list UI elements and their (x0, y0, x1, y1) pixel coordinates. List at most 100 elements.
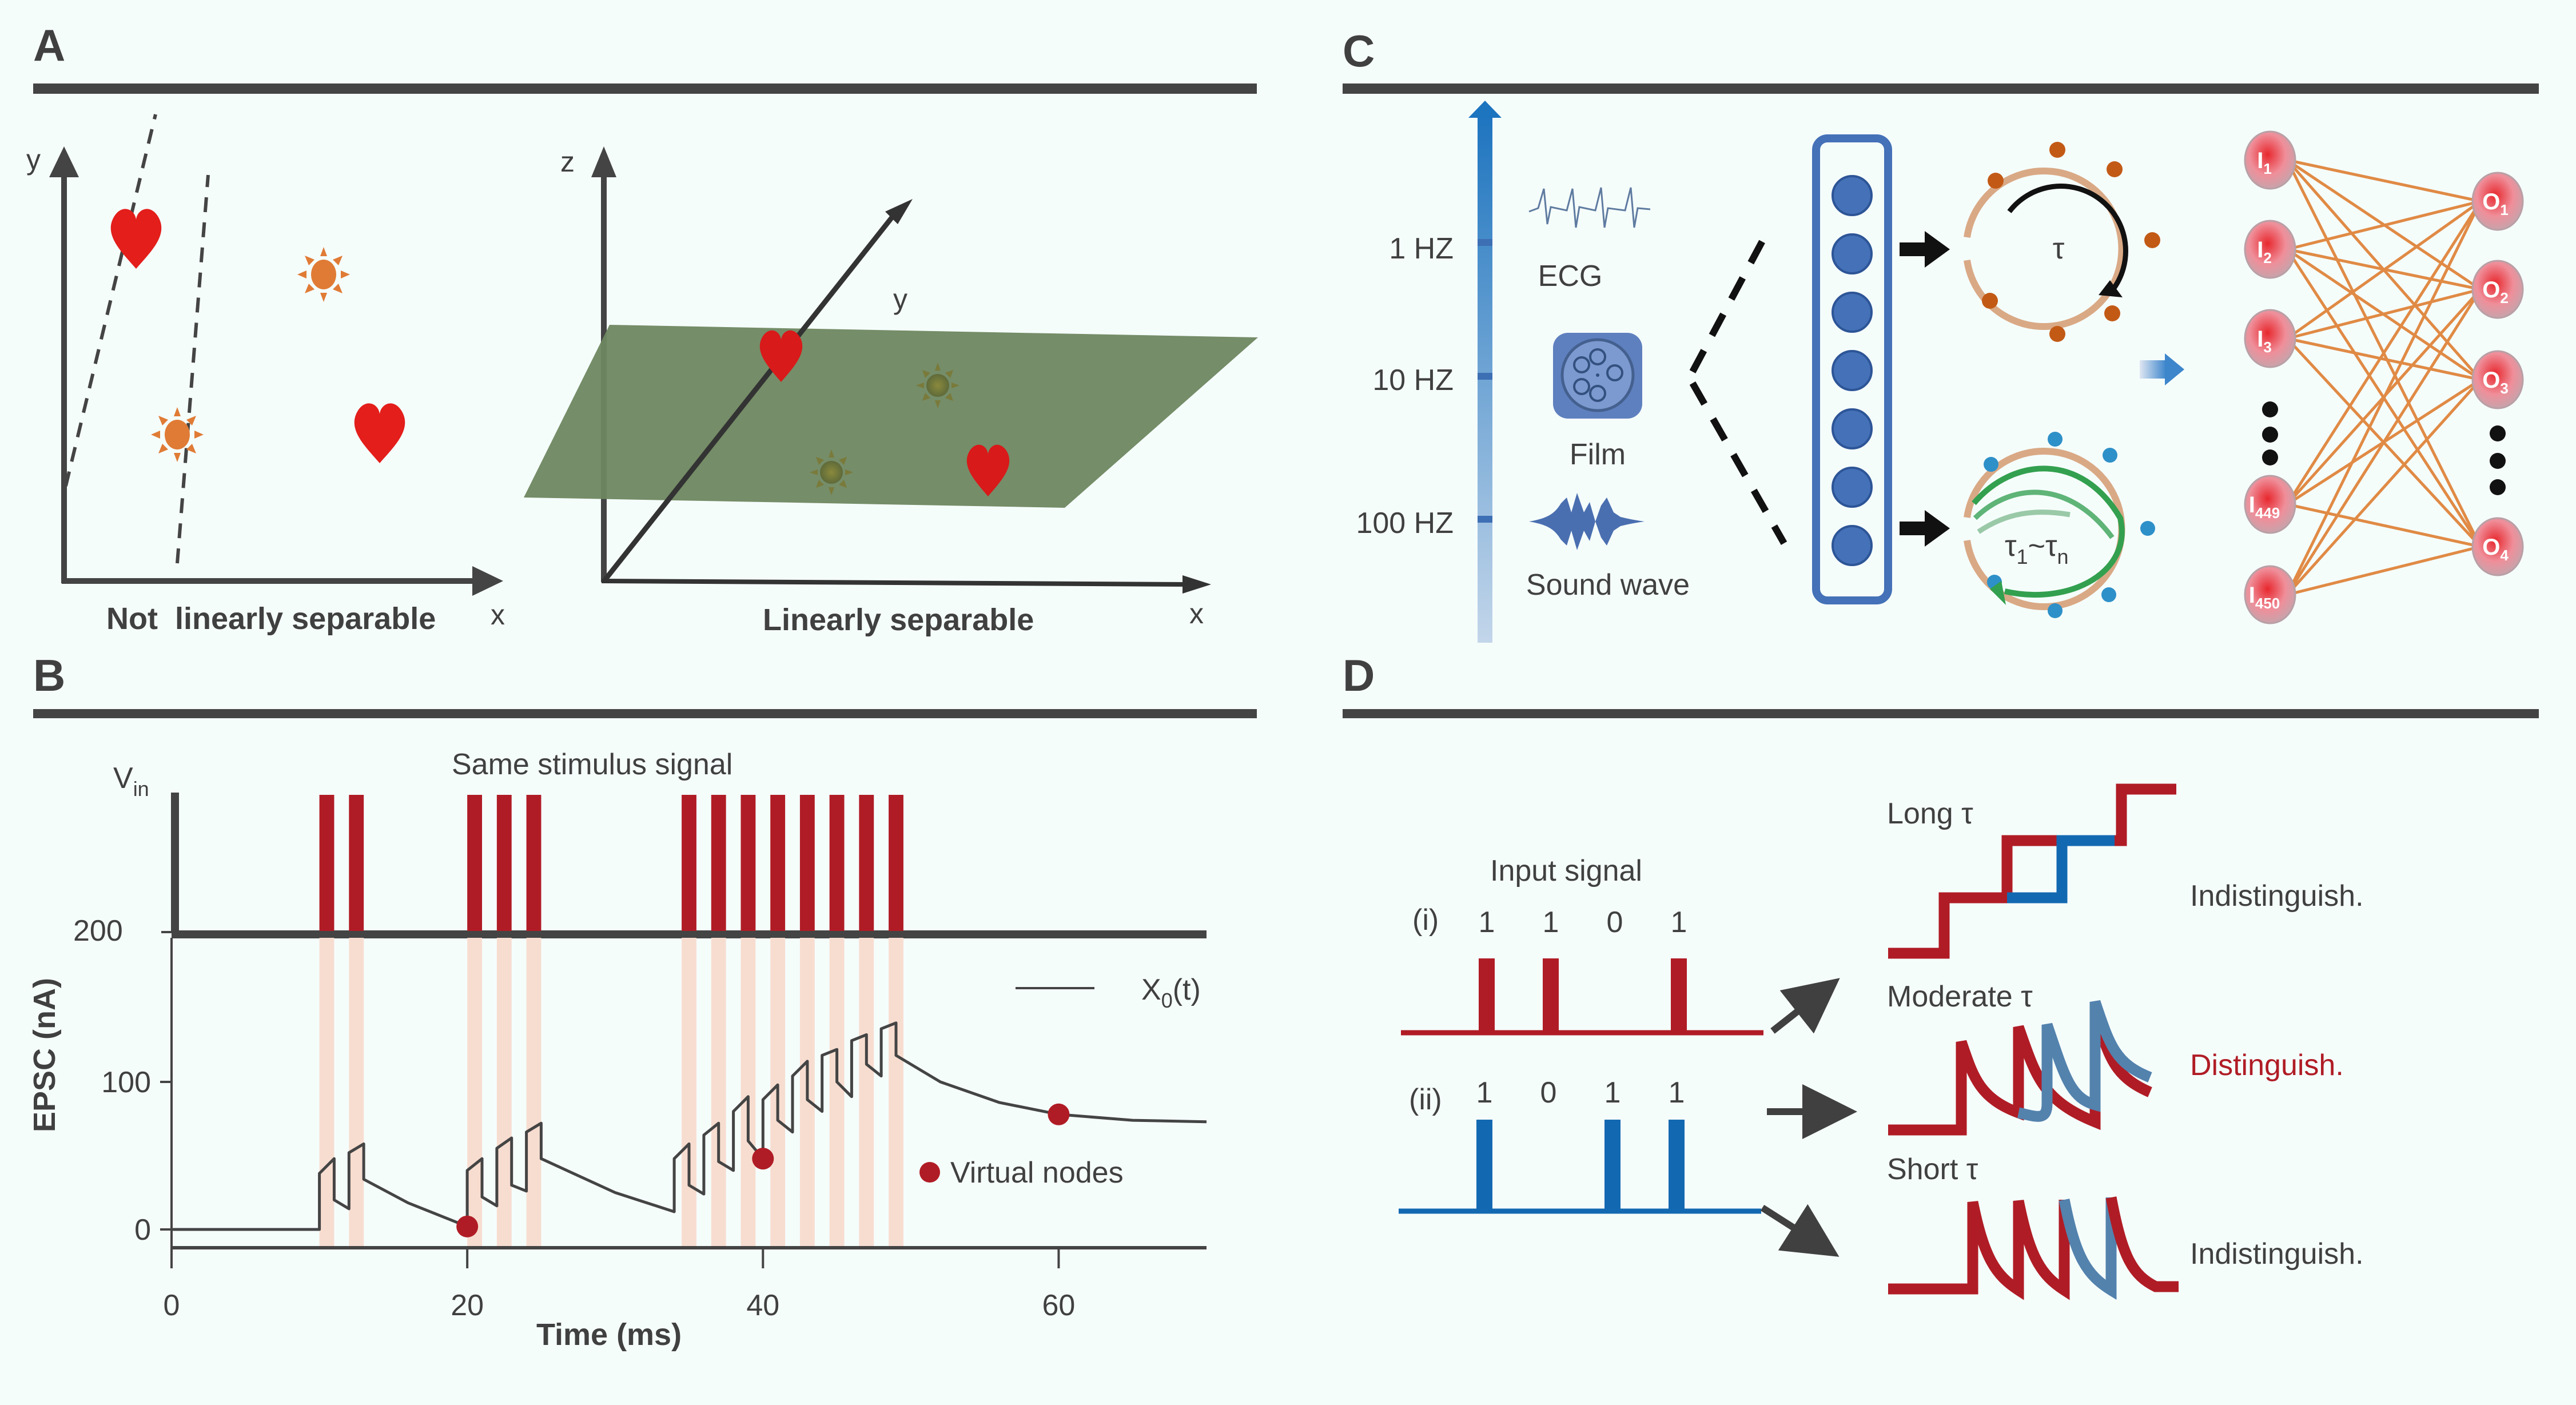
short-tau-trace-red-tail (2105, 1196, 2179, 1292)
ellipsis-dot (2490, 453, 2506, 469)
long-tau-trace-blue (2007, 835, 2115, 904)
plot-2d-not-separable: y x (26, 114, 505, 636)
heart-icon (354, 403, 405, 463)
panel-a-rule (33, 83, 1257, 94)
panel-c: C 1 HZ 10 HZ 100 HZ ECG Film Sound wave (1343, 26, 2539, 643)
ring-rotation-arrow-head (2099, 280, 2123, 297)
panel-b-letter: B (33, 650, 65, 700)
network-edge (2287, 545, 2481, 596)
reservoir-column (1812, 134, 1892, 604)
vin-tick-label: 200 (73, 914, 123, 948)
ring-rotation-arrow (2007, 184, 2128, 292)
input-signal-title: Input signal (1490, 854, 1642, 887)
network-edges (2286, 158, 2482, 596)
pulse-stripe (682, 938, 696, 1247)
signal-bit-label: 1 (1671, 906, 1687, 939)
pulse-stripe (319, 938, 335, 1247)
tick-1hz (1478, 239, 1492, 246)
stimulus-pulse (711, 795, 726, 931)
y-axis-3d-line (603, 216, 894, 582)
network-edge (2287, 200, 2481, 251)
case-title-moderate-tau: Moderate τ (1887, 980, 2033, 1013)
x-axis-3d-label: x (1189, 598, 1204, 630)
fan-dashed-line-lower (1689, 381, 1787, 545)
output-node-label: O4 (2482, 535, 2509, 564)
input-node (2244, 475, 2296, 534)
signal-bit-label: 0 (1540, 1076, 1557, 1109)
pulse-stripe (740, 938, 756, 1247)
output-node-label: O2 (2482, 277, 2509, 307)
plot-3d-separable: z y x Linearly separable (524, 146, 1258, 637)
signal-pulse (1669, 1120, 1685, 1211)
long-tau-trace-red (1888, 835, 2070, 959)
readout-arrow-icon (2140, 360, 2166, 379)
stimulus-pulse (319, 795, 335, 931)
film-reel-icon (1553, 333, 1642, 419)
separator-dashed-line (64, 114, 157, 487)
case-moderate-tau: Moderate τ Distinguish. (1887, 980, 2344, 1136)
y-tick-label: 100 (101, 1066, 151, 1099)
freq-label-100hz: 100 HZ (1356, 507, 1454, 540)
reservoir-nodes (1832, 175, 1873, 566)
separator-dashed-line (176, 174, 210, 564)
z-axis-arrow-icon (591, 146, 616, 177)
reservoir-node (1832, 467, 1873, 508)
output-node (2471, 350, 2524, 409)
ring-single-tau: τ (1964, 142, 2160, 342)
case-short-tau: Short τ Indistinguish. (1887, 1153, 2364, 1300)
moderate-tau-trace-red (1888, 1016, 2152, 1136)
network-edge (2286, 379, 2482, 596)
panel-a-letter: A (33, 20, 65, 70)
stimulus-pulse (467, 795, 482, 931)
ring-multi-tau: τ1~τn (1964, 432, 2155, 618)
reservoir-node (1832, 175, 1873, 216)
sun-icon (297, 247, 350, 302)
output-node (2471, 260, 2524, 319)
frequency-arrow-icon (1468, 101, 1502, 118)
y-axis-label: y (26, 144, 41, 176)
ellipsis-dot (2490, 425, 2506, 441)
epsc-chart: Same stimulus signal Vin 200 EPSC (nA) T… (27, 748, 1207, 1352)
legend-virtual-node-dot (919, 1162, 940, 1183)
x-axis-title: Time (ms) (536, 1318, 682, 1352)
green-arrow-head (1990, 581, 2006, 605)
heart-3d-icon (759, 330, 803, 382)
input-node-label: I450 (2249, 583, 2280, 612)
arrow-to-ring-top-head (1925, 231, 1950, 268)
output-node (2471, 172, 2524, 231)
short-tau-trace-blue (2059, 1197, 2117, 1300)
panel-a: A y x (26, 20, 1258, 637)
moderate-tau-trace-blue (2017, 1000, 2152, 1122)
input-node-label: I449 (2249, 492, 2280, 522)
signal-bit-label: 1 (1543, 906, 1559, 939)
legend-virtual-node-label: Virtual nodes (950, 1156, 1124, 1189)
x-axis-3d-line (601, 579, 1190, 587)
input-node (2244, 130, 2296, 190)
case-title-short-tau: Short τ (1887, 1153, 1978, 1186)
y-axis-arrow-icon (49, 146, 79, 177)
virtual-node-point (456, 1215, 479, 1237)
pulse-stripe (349, 938, 364, 1247)
x-tick-label: 20 (451, 1289, 484, 1322)
network-edge (2286, 200, 2482, 506)
y-axis-3d-label: y (893, 283, 907, 315)
case-result-moderate-tau: Distinguish. (2190, 1049, 2344, 1082)
stimulus-pulse (859, 795, 874, 931)
case-title-long-tau: Long τ (1887, 797, 1973, 830)
freq-label-1hz: 1 HZ (1389, 232, 1454, 265)
x-axis-arrow-icon (472, 566, 503, 596)
arrow-to-ring-bottom-head (1925, 510, 1950, 547)
freq-label-10hz: 10 HZ (1372, 364, 1454, 397)
ring-bottom-tau-label: τ1~τn (2005, 530, 2069, 568)
x-tick-label: 60 (1042, 1289, 1076, 1322)
signal-bit-label: 1 (1604, 1076, 1621, 1109)
stimulus-title: Same stimulus signal (452, 748, 732, 781)
vin-label: Vin (113, 762, 149, 801)
signal-bit-label: 1 (1479, 906, 1495, 939)
network-edge (2287, 503, 2481, 548)
tick-100hz (1478, 516, 1492, 523)
signal-pulse (1604, 1120, 1621, 1211)
source-label-film: Film (1570, 438, 1626, 471)
